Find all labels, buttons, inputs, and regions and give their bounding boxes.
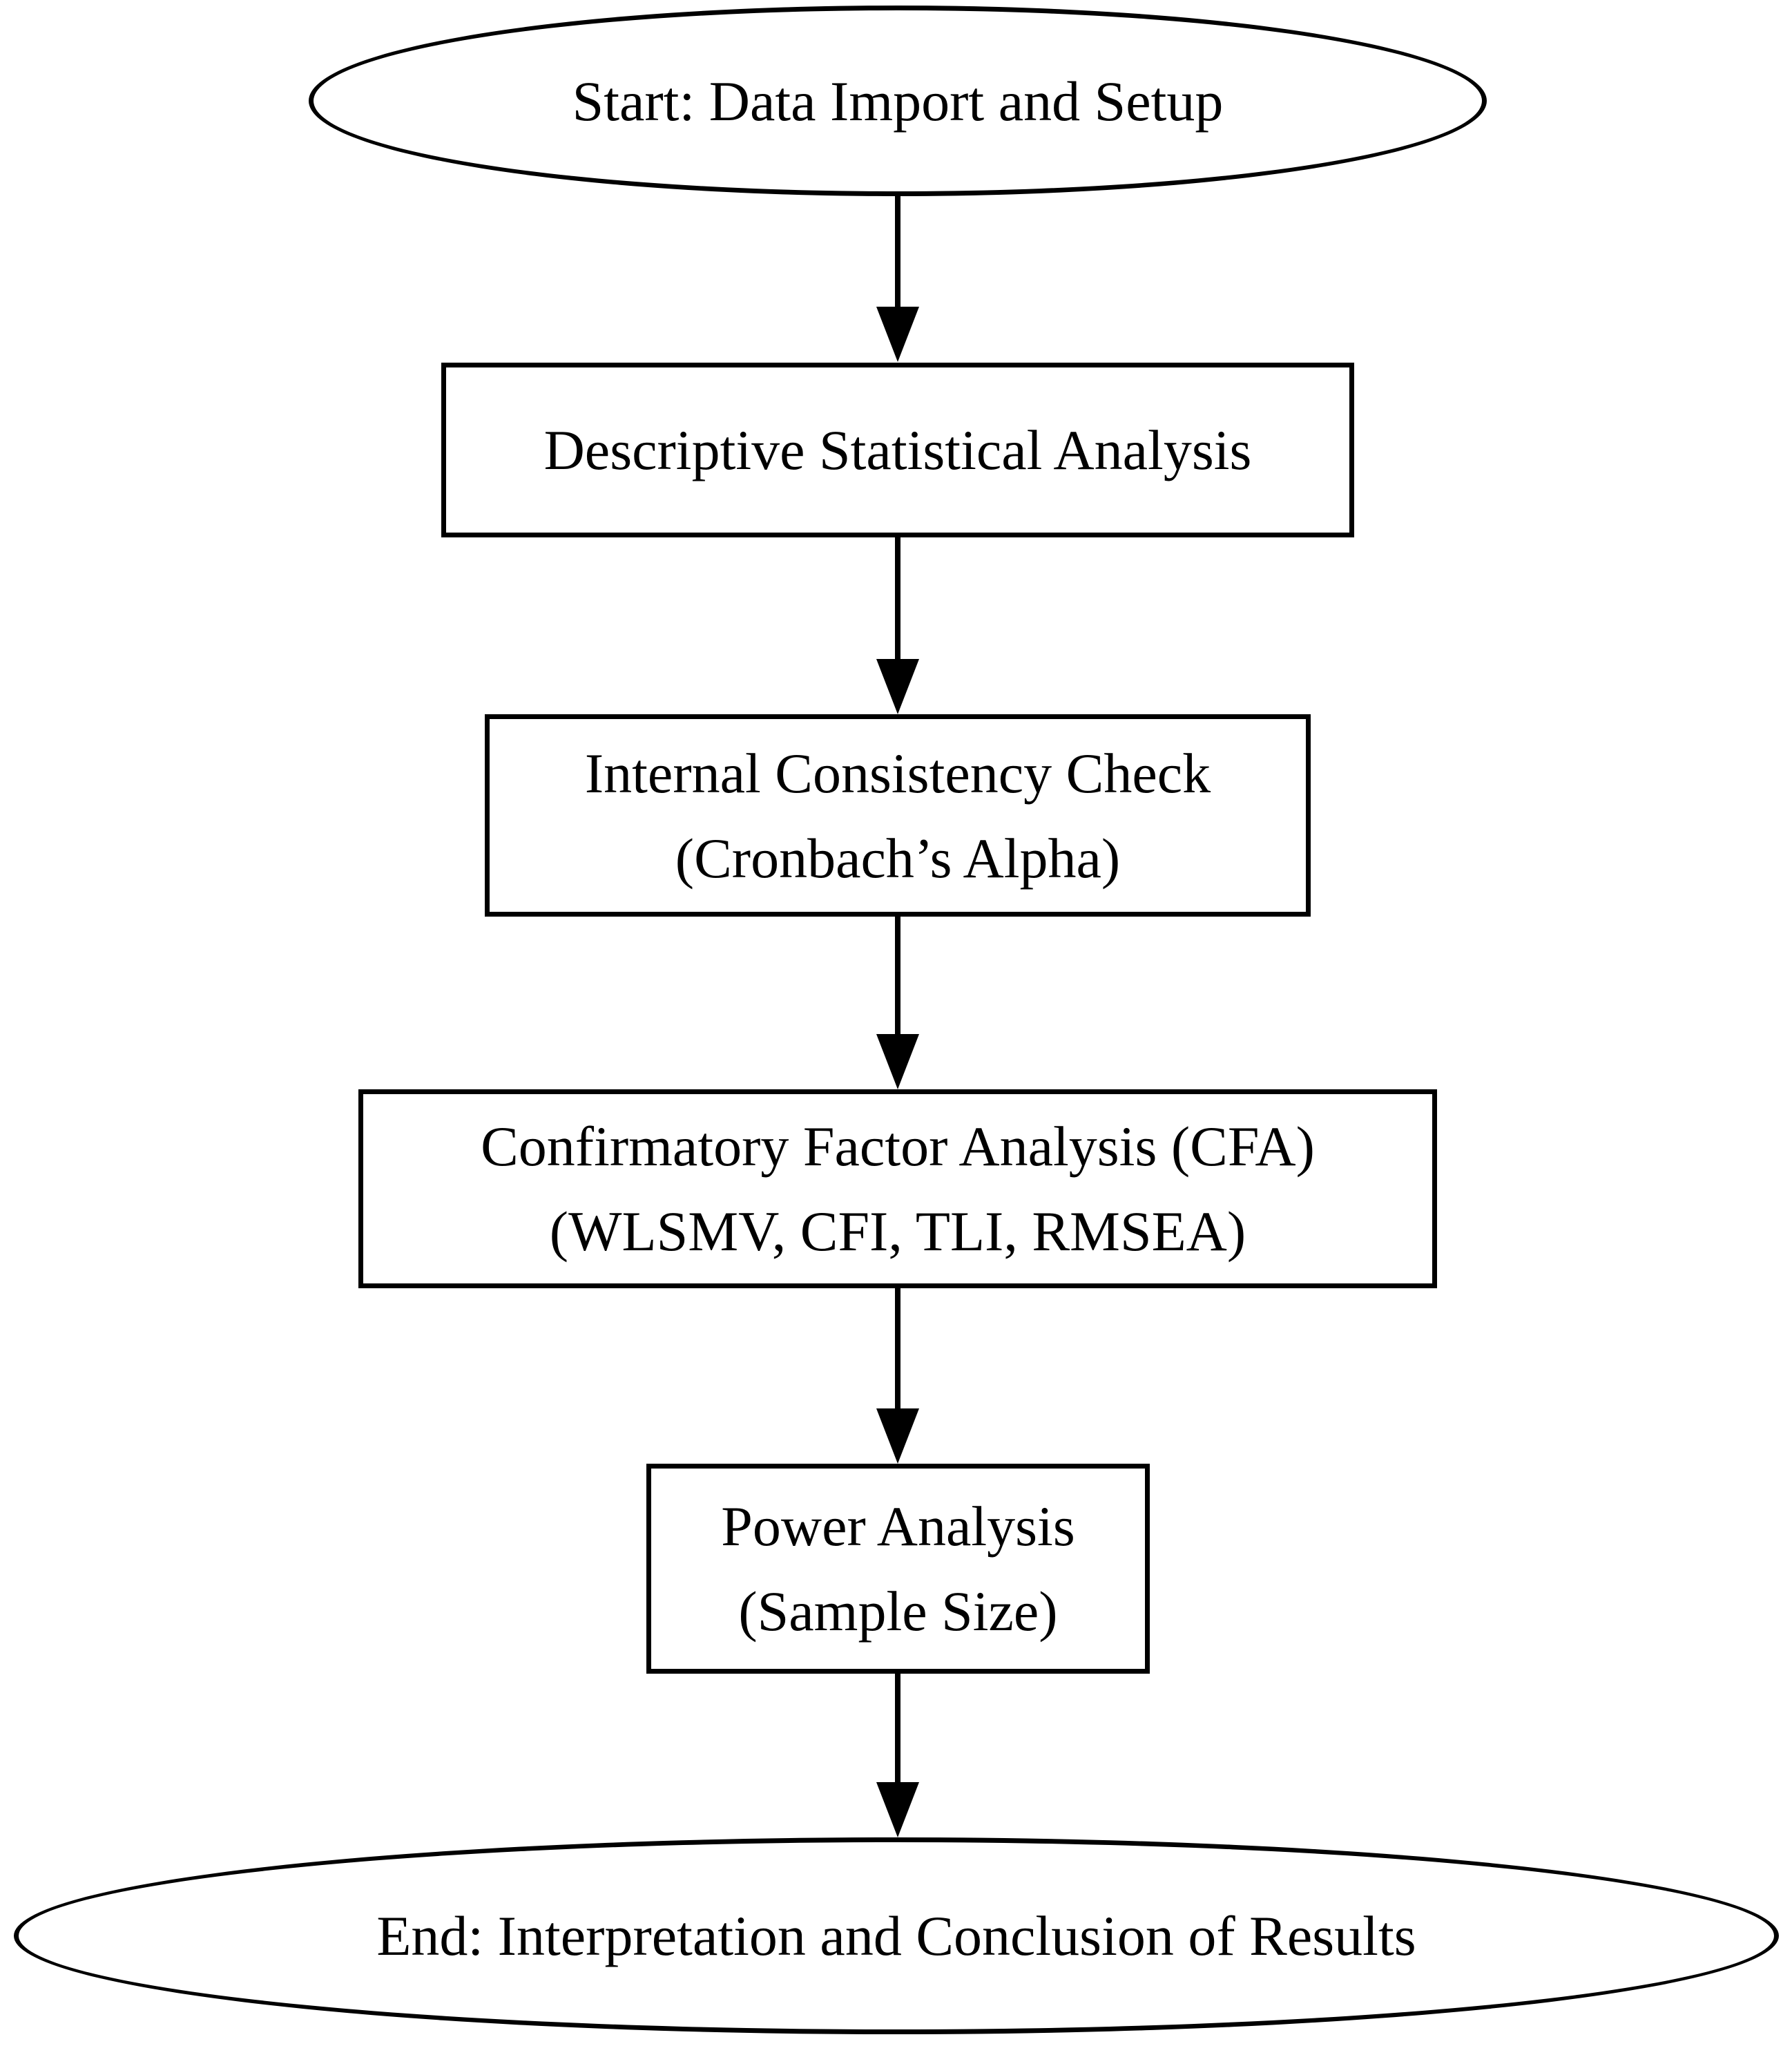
edge-shaft — [895, 917, 900, 1040]
node-descriptive-analysis-label: Descriptive Statistical Analysis — [543, 419, 1252, 481]
node-power-analysis-label-line2: (Sample Size) — [738, 1580, 1058, 1643]
node-internal-consistency: Internal Consistency Check (Cronbach’s A… — [485, 714, 1311, 917]
node-cfa: Confirmatory Factor Analysis (CFA) (WLSM… — [358, 1089, 1437, 1288]
edge-internal-to-cfa — [870, 917, 925, 1089]
edge-shaft — [895, 537, 900, 665]
node-start-label: Start: Data Import and Setup — [572, 69, 1224, 133]
node-descriptive-analysis: Descriptive Statistical Analysis — [441, 363, 1354, 537]
edge-shaft — [895, 1674, 900, 1788]
node-cfa-label-line2: (WLSMV, CFI, TLI, RMSEA) — [549, 1200, 1246, 1263]
node-power-analysis: Power Analysis (Sample Size) — [646, 1464, 1150, 1674]
edge-shaft — [895, 1288, 900, 1414]
arrowhead-down-icon — [876, 1034, 919, 1089]
arrowhead-down-icon — [876, 307, 919, 362]
arrowhead-down-icon — [876, 1782, 919, 1837]
arrowhead-down-icon — [876, 1408, 919, 1464]
node-end-label: End: Interpretation and Conclusion of Re… — [376, 1904, 1416, 1967]
node-internal-consistency-label-line2: (Cronbach’s Alpha) — [675, 826, 1121, 890]
edge-start-to-descriptive — [870, 195, 925, 362]
node-power-analysis-label-line1: Power Analysis — [721, 1495, 1075, 1558]
node-start: Start: Data Import and Setup — [309, 6, 1487, 196]
arrowhead-down-icon — [876, 659, 919, 714]
node-cfa-label-line1: Confirmatory Factor Analysis (CFA) — [481, 1115, 1315, 1178]
edge-power-to-end — [870, 1674, 925, 1837]
node-internal-consistency-label-line1: Internal Consistency Check — [584, 741, 1211, 805]
edge-shaft — [895, 195, 900, 312]
node-end: End: Interpretation and Conclusion of Re… — [14, 1837, 1779, 2034]
edge-descriptive-to-internal — [870, 537, 925, 714]
edge-cfa-to-power — [870, 1288, 925, 1464]
